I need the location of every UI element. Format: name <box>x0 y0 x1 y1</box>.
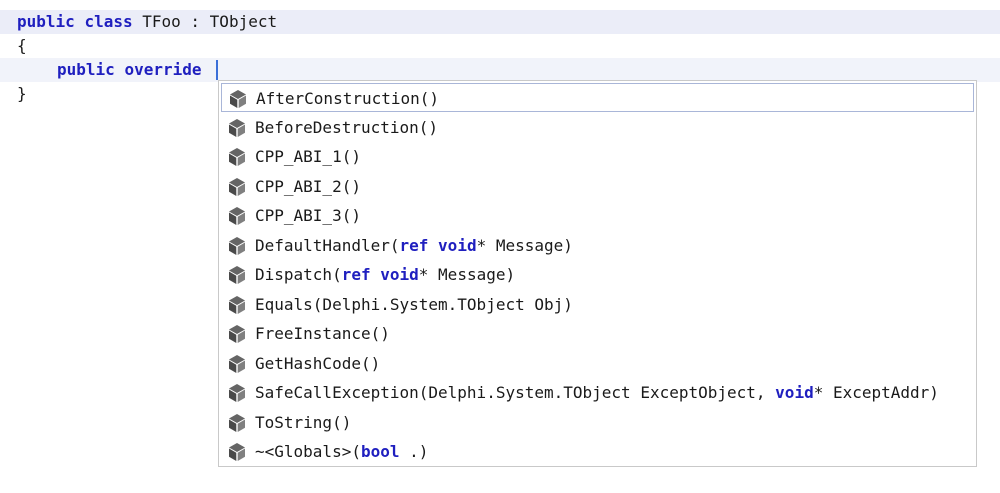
completion-item[interactable]: CPP_ABI_2() <box>221 172 974 201</box>
completion-item[interactable]: FreeInstance() <box>221 319 974 348</box>
signature-keyword: void <box>775 383 814 402</box>
method-cube-icon <box>228 89 248 109</box>
completion-item-label: DefaultHandler(ref void* Message) <box>255 231 573 260</box>
code-line-1[interactable]: public class TFoo : TObject <box>0 10 1000 34</box>
code-line-3[interactable]: public override <box>0 58 1000 82</box>
completion-item[interactable]: ~<Globals>(bool .) <box>221 437 974 466</box>
class-signature: TFoo : TObject <box>132 12 278 31</box>
completion-item-label: Dispatch(ref void* Message) <box>255 260 515 289</box>
method-cube-icon <box>227 383 247 403</box>
completion-item-label: GetHashCode() <box>255 349 380 378</box>
completion-item[interactable]: CPP_ABI_1() <box>221 142 974 171</box>
completion-item[interactable]: Equals(Delphi.System.TObject Obj) <box>221 290 974 319</box>
signature-keyword: void <box>438 235 477 255</box>
signature-text: CPP_ABI_1() <box>255 147 361 166</box>
signature-keyword: ref <box>341 265 371 284</box>
completion-item-label: CPP_ABI_2() <box>255 172 361 201</box>
completion-item-label: CPP_ABI_1() <box>255 142 361 171</box>
signature-text: CPP_ABI_3() <box>255 206 361 225</box>
close-brace: } <box>17 84 27 103</box>
signature-text: Dispatch( <box>255 265 342 284</box>
keyword-public: public <box>57 60 115 79</box>
method-cube-icon <box>227 265 247 285</box>
signature-text <box>371 265 381 284</box>
completion-item-label: FreeInstance() <box>255 319 390 348</box>
method-cube-icon <box>227 413 247 433</box>
code-line-2[interactable]: { <box>0 34 1000 58</box>
completion-item[interactable]: Dispatch(ref void* Message) <box>221 260 974 289</box>
method-cube-icon <box>227 442 247 462</box>
completion-item[interactable]: ToString() <box>221 408 974 437</box>
completion-item-label: CPP_ABI_3() <box>255 201 361 230</box>
signature-text <box>428 236 438 255</box>
class-declaration: public class TFoo : TObject <box>17 10 277 34</box>
signature-text: DefaultHandler( <box>255 235 400 255</box>
method-cube-icon <box>227 206 247 226</box>
completion-item-label: ToString() <box>255 408 351 437</box>
completion-item-label: SafeCallException(Delphi.System.TObject … <box>255 378 939 407</box>
signature-text: ToString() <box>255 412 352 432</box>
signature-text: * ExceptAddr) <box>813 383 939 402</box>
method-cube-icon <box>227 177 247 197</box>
signature-text: SafeCallException(Delphi.System.TObject … <box>255 383 776 402</box>
signature-text: CPP_ABI_2() <box>255 176 361 196</box>
signature-keyword: void <box>380 265 419 284</box>
signature-text: * Message) <box>418 265 516 284</box>
signature-text: BeforeDestruction() <box>255 117 439 137</box>
method-cube-icon <box>227 118 247 138</box>
method-cube-icon <box>227 295 247 315</box>
keyword-override: override <box>124 60 202 79</box>
signature-text: GetHashCode() <box>255 353 381 373</box>
completion-item-label: BeforeDestruction() <box>255 113 438 142</box>
open-brace: { <box>17 36 27 55</box>
signature-text: Equals(Delphi.System.TObject Obj) <box>255 294 573 314</box>
signature-text: FreeInstance() <box>255 324 390 343</box>
completion-item[interactable]: DefaultHandler(ref void* Message) <box>221 231 974 260</box>
method-override-prefix: public override <box>57 58 202 82</box>
code-completion-popup[interactable]: AfterConstruction() BeforeDestruction() CP… <box>218 80 977 467</box>
completion-item[interactable]: GetHashCode() <box>221 349 974 378</box>
completion-item[interactable]: AfterConstruction() <box>221 83 974 112</box>
text-caret <box>216 60 218 80</box>
signature-text: AfterConstruction() <box>256 89 440 108</box>
signature-keyword: ref <box>399 235 429 255</box>
completion-item[interactable]: BeforeDestruction() <box>221 113 974 142</box>
completion-item[interactable]: CPP_ABI_3() <box>221 201 974 230</box>
method-cube-icon <box>227 324 247 344</box>
completion-item-label: AfterConstruction() <box>256 84 439 113</box>
method-cube-icon <box>227 147 247 167</box>
keyword-public: public <box>17 12 75 31</box>
signature-text: ~<Globals>( <box>255 442 361 461</box>
signature-keyword: bool <box>360 442 400 461</box>
keyword-class: class <box>84 12 133 31</box>
completion-item[interactable]: SafeCallException(Delphi.System.TObject … <box>221 378 974 407</box>
signature-text: * Message) <box>476 235 573 255</box>
signature-text: .) <box>399 442 429 461</box>
completion-item-label: ~<Globals>(bool .) <box>255 437 428 466</box>
method-cube-icon <box>227 354 247 374</box>
method-cube-icon <box>227 236 247 256</box>
code-line-4[interactable]: } <box>0 82 1000 106</box>
completion-item-label: Equals(Delphi.System.TObject Obj) <box>255 290 573 319</box>
